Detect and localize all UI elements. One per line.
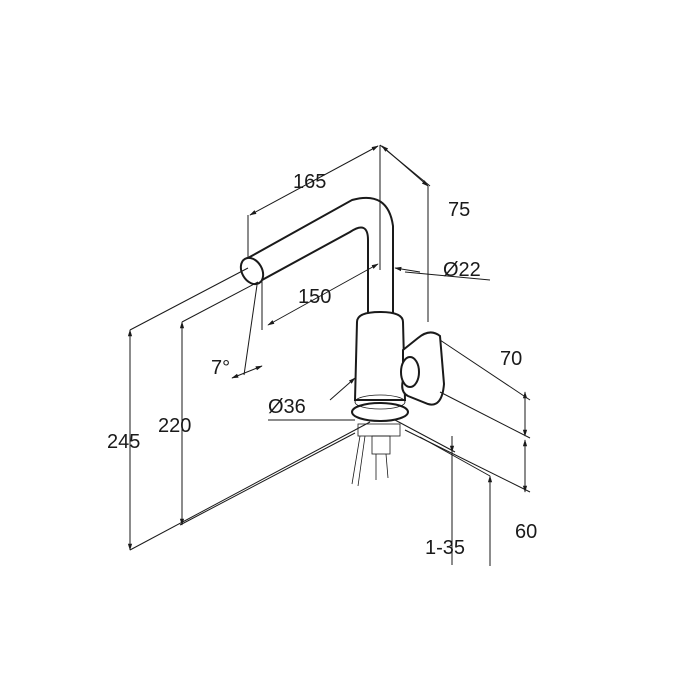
label-245: 245 bbox=[107, 431, 140, 453]
faucet-body bbox=[353, 310, 407, 401]
label-165: 165 bbox=[293, 171, 326, 193]
base-plate bbox=[351, 402, 409, 422]
dimension-lines bbox=[127, 145, 528, 566]
label-75: 75 bbox=[448, 199, 470, 221]
dim-line-22 bbox=[394, 266, 421, 273]
dim-line-36 bbox=[329, 377, 356, 401]
label-60: 60 bbox=[515, 521, 537, 543]
mounting-nut bbox=[357, 423, 401, 437]
label-150: 150 bbox=[298, 286, 331, 308]
dimension-labels: 165 75 Ø22 150 7° Ø36 70 245 220 1-35 60 bbox=[107, 171, 537, 559]
threaded-shank bbox=[371, 435, 391, 455]
label-220: 220 bbox=[158, 415, 191, 437]
label-diameter-36: Ø36 bbox=[268, 396, 306, 418]
lever-hub bbox=[400, 356, 420, 388]
dim-line-165 bbox=[249, 145, 379, 216]
faucet-outline bbox=[239, 196, 446, 487]
dim-line-7 bbox=[231, 365, 263, 379]
supply-hoses bbox=[351, 435, 389, 487]
dim-line-150 bbox=[267, 263, 379, 326]
dim-line-75 bbox=[381, 145, 429, 187]
base-ring bbox=[354, 394, 406, 410]
label-7-degrees: 7° bbox=[211, 357, 230, 379]
spout-outlet bbox=[239, 256, 265, 286]
label-diameter-22: Ø22 bbox=[443, 259, 481, 281]
label-70: 70 bbox=[500, 348, 522, 370]
label-1-35: 1-35 bbox=[425, 537, 465, 559]
